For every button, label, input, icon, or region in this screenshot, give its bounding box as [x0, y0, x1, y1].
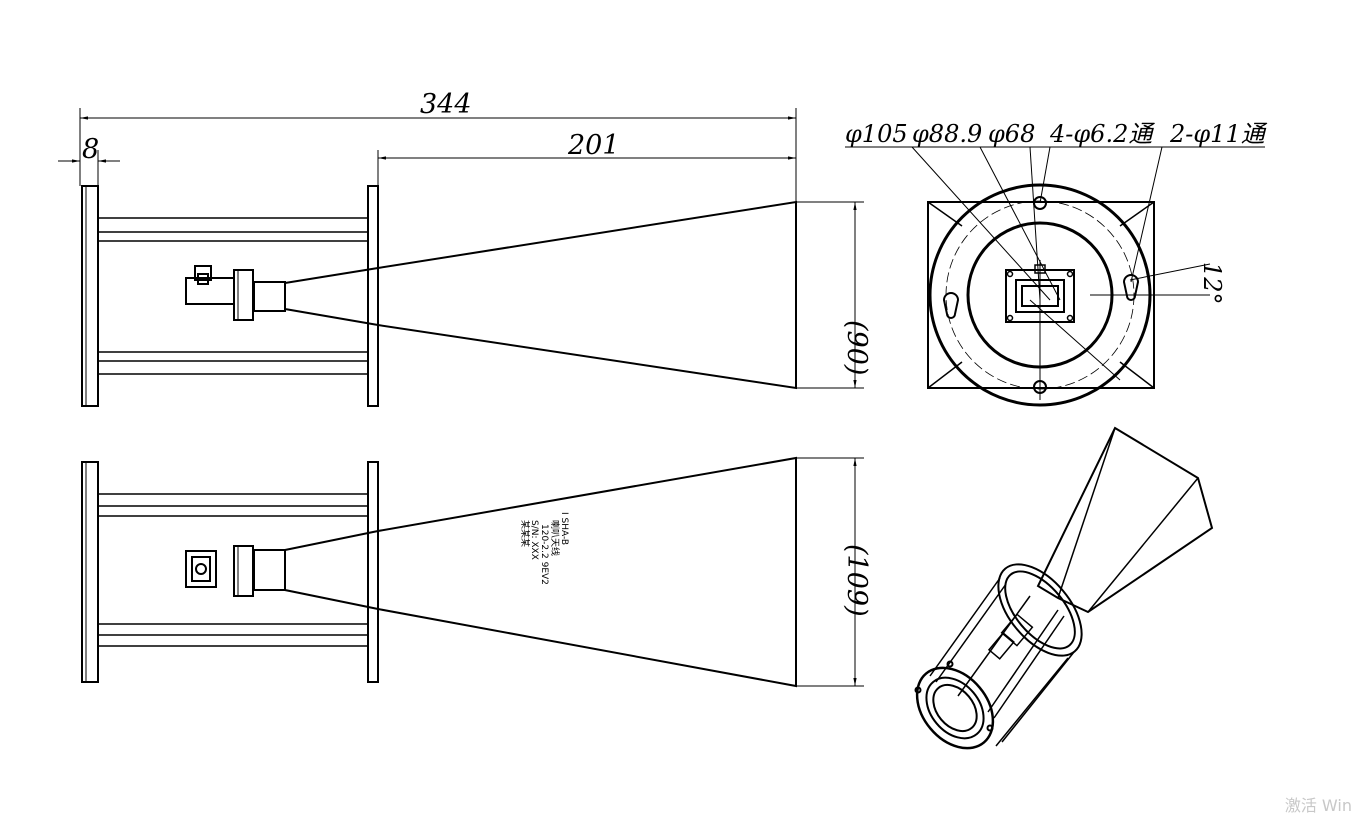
- support-rods: [98, 493, 368, 647]
- back-flange: [81, 185, 99, 407]
- iso-feed: [987, 613, 1034, 660]
- dim-aperture-top: (90): [841, 320, 872, 375]
- back-flange: [81, 461, 99, 683]
- dim-angle: 12°: [1198, 262, 1226, 305]
- callout-dia-68: φ68: [988, 120, 1035, 148]
- nameplate-line-1: 喇叭天线: [549, 520, 561, 556]
- dim-aperture-bottom: (109): [841, 544, 872, 617]
- nameplate-line-5: 某某某: [519, 520, 530, 547]
- iso-horn: [1036, 426, 1214, 614]
- waveguide-feed: [185, 265, 286, 321]
- side-view-bottom: [81, 456, 797, 688]
- callout-dia-105: φ105: [845, 120, 908, 148]
- iso-back-ring: [915, 666, 995, 750]
- isometric-view: [914, 426, 1214, 750]
- front-flange: [367, 185, 379, 407]
- callout-dia-88-9: φ88.9: [912, 120, 982, 148]
- waveguide-feed: [185, 545, 286, 597]
- nameplate-line-3: 120-2.2 9EV2: [539, 524, 549, 585]
- watermark: 激活 Win: [1284, 796, 1352, 815]
- nameplate-line-4: S/N: XXX: [529, 520, 539, 560]
- keyhole-right: [1122, 274, 1140, 301]
- bottom-dimensions: [796, 457, 864, 687]
- horn-body: [284, 200, 797, 390]
- dim-flange-thickness: 8: [82, 134, 99, 165]
- front-flange: [367, 461, 379, 683]
- nameplate: 喇叭天线 I SHA-B 120-2.2 9EV2 S/N: XXX 某某某: [519, 512, 569, 585]
- keyhole-left: [942, 292, 960, 319]
- iso-front-ring: [997, 563, 1083, 657]
- support-rods: [98, 217, 368, 375]
- callout-holes-2: 2-φ11通: [1169, 120, 1268, 148]
- nameplate-line-2: I SHA-B: [559, 512, 569, 545]
- side-view-top: [81, 185, 797, 407]
- dim-horn-length: 201: [567, 130, 620, 161]
- dim-overall-length: 344: [420, 89, 472, 120]
- callout-leaders: [845, 146, 1265, 400]
- top-dimensions: [58, 108, 864, 389]
- callout-holes-4: 4-φ6.2通: [1049, 120, 1155, 148]
